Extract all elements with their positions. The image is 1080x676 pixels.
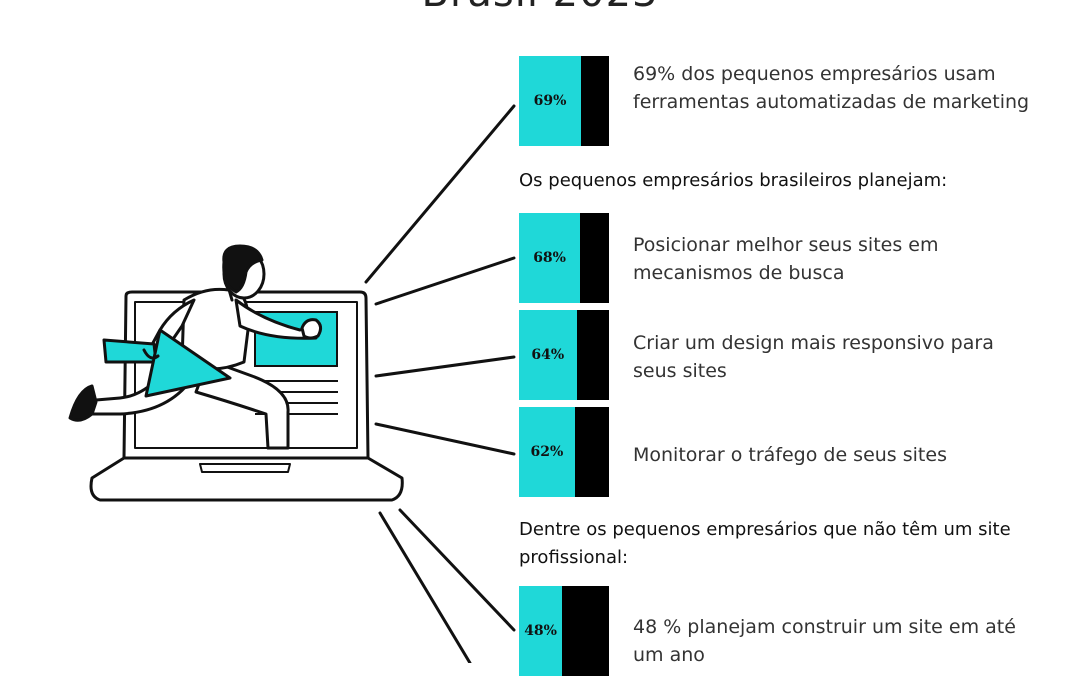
stat-percentage-label: 69% <box>533 93 567 109</box>
stat-description: Criar um design mais responsivo para seu… <box>633 332 994 382</box>
stat-bar-fill <box>519 407 575 497</box>
stat-bar: 64% <box>519 310 609 400</box>
runner-figure <box>68 244 323 450</box>
stat-description: 48 % planejam construir um site em até u… <box>633 616 1016 666</box>
stat-description: Posicionar melhor seus sites em mecanism… <box>633 234 939 284</box>
stat-percentage-label: 64% <box>531 347 565 363</box>
stat-bar-fill <box>519 213 581 303</box>
section-heading: Os pequenos empresários brasileiros plan… <box>519 170 948 191</box>
section-heading: Dentre os pequenos empresários que não t… <box>519 519 1011 568</box>
stat-percentage-label: 48% <box>524 623 557 639</box>
callout-line <box>374 355 516 378</box>
stat-bar: 62% <box>519 407 609 497</box>
stat-bar: 69% <box>519 56 609 146</box>
stat-bar: 48% <box>519 586 609 676</box>
callout-line <box>374 256 516 306</box>
stat-bar-fill <box>519 56 582 146</box>
stat-bar-fill <box>519 586 563 676</box>
stat-description: Monitorar o tráfego de seus sites <box>633 444 947 466</box>
stat-bar: 68% <box>519 213 609 303</box>
stat-percentage-label: 62% <box>530 444 564 460</box>
stat-bar-fill <box>519 310 577 400</box>
page-title: Brasil 2023 <box>0 0 1080 16</box>
stat-percentage-label: 68% <box>533 250 566 266</box>
callout-line <box>374 422 516 456</box>
callout-line <box>378 511 472 663</box>
callout-line <box>364 104 516 284</box>
stat-description: 69% dos pequenos empresários usam ferram… <box>633 63 1030 113</box>
callout-line <box>398 508 516 632</box>
